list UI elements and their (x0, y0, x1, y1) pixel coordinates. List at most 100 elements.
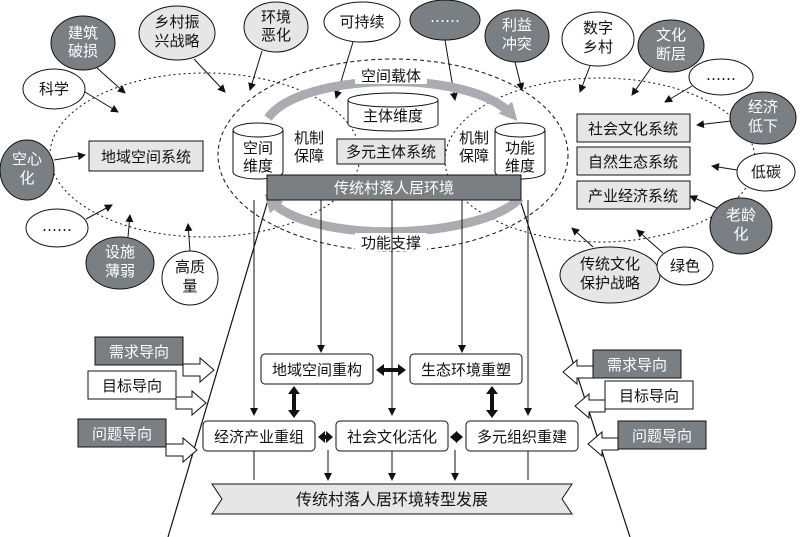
svg-text:目标导向: 目标导向 (102, 377, 162, 395)
svg-text:经济产业重组: 经济产业重组 (214, 428, 304, 446)
svg-text:保护战略: 保护战略 (580, 274, 640, 292)
svg-text:机制: 机制 (294, 129, 324, 147)
bottom-curved-arrow (264, 194, 524, 237)
svg-text:传统村落人居环境转型发展: 传统村落人居环境转型发展 (296, 490, 488, 509)
svg-text:量: 量 (182, 277, 197, 295)
svg-text:功能: 功能 (505, 139, 535, 157)
orientation-left-problem: 问题导向 (77, 418, 198, 464)
node-social-culture-activation: 社会文化活化 (335, 420, 449, 452)
svg-text:经济: 经济 (748, 98, 778, 116)
svg-text:地域空间重构: 地域空间重构 (272, 361, 362, 379)
svg-text:乡村: 乡村 (583, 38, 613, 56)
bubble-ellipsis-left: …… (25, 208, 89, 248)
orientation-left-demand: 需求导向 (94, 336, 215, 384)
multi-subject-system-box: 多元主体系统 (336, 138, 446, 165)
svg-text:多元组织重建: 多元组织重建 (477, 428, 567, 446)
svg-text:化: 化 (733, 225, 748, 243)
svg-text:需求导向: 需求导向 (109, 343, 169, 361)
bubble-cultural-gap: 文化 断层 (637, 19, 705, 73)
mechanism-guarantee-left: 机制 保障 (294, 129, 324, 165)
svg-text:文化: 文化 (656, 26, 686, 44)
system-box-natural-ecology: 自然生态系统 (576, 146, 691, 176)
bubble-aging: 老龄 化 (709, 197, 773, 255)
bubble-weak-facilities: 设施 薄弱 (85, 236, 155, 290)
svg-text:传统文化: 传统文化 (580, 255, 640, 273)
bottom-label-group: 功能支撑 (355, 233, 427, 252)
svg-text:破损: 破损 (68, 42, 98, 60)
svg-text:薄弱: 薄弱 (105, 262, 135, 280)
function-support-label: 功能支撑 (361, 234, 421, 252)
svg-text:维度: 维度 (505, 157, 535, 175)
svg-text:生态环境重塑: 生态环境重塑 (421, 361, 511, 379)
bubble-interest-conflict: 利益 冲突 (484, 9, 550, 63)
svg-text:保障: 保障 (294, 147, 324, 165)
bubble-high-quality: 高质 量 (161, 250, 219, 306)
svg-text:产业经济系统: 产业经济系统 (588, 187, 678, 205)
svg-text:传统村落人居环境: 传统村落人居环境 (334, 179, 454, 197)
node-ecological-environment-reshaping: 生态环境重塑 (409, 353, 523, 385)
svg-text:地域空间系统: 地域空间系统 (101, 148, 191, 166)
svg-text:社会文化活化: 社会文化活化 (347, 428, 437, 446)
svg-text:数字: 数字 (583, 19, 613, 37)
space-carrier-label: 空间载体 (361, 67, 421, 85)
svg-text:乡村振: 乡村振 (154, 13, 199, 31)
svg-text:恶化: 恶化 (261, 26, 291, 44)
top-label-group: 空间载体 (355, 66, 427, 85)
svg-text:低下: 低下 (748, 117, 778, 135)
cylinder-subject-dimension: 主体维度 (347, 92, 439, 132)
svg-text:冲突: 冲突 (502, 35, 532, 53)
svg-text:自然生态系统: 自然生态系统 (588, 153, 678, 171)
svg-text:环境: 环境 (261, 8, 291, 26)
svg-text:化: 化 (19, 169, 34, 187)
orientation-right-goal: 目标导向 (574, 380, 694, 420)
svg-text:问题导向: 问题导向 (92, 425, 152, 443)
svg-text:……: …… (42, 217, 72, 235)
svg-text:兴战略: 兴战略 (154, 32, 199, 50)
svg-text:维度: 维度 (243, 157, 273, 175)
svg-text:绿色: 绿色 (670, 257, 700, 275)
bubble-ellipsis-right: …… (688, 58, 754, 96)
svg-text:社会文化系统: 社会文化系统 (588, 120, 678, 138)
node-multi-organization-rebuild: 多元组织重建 (465, 420, 579, 452)
svg-text:机制: 机制 (459, 129, 489, 147)
bubble-economic-low: 经济 低下 (729, 91, 797, 145)
svg-text:多元主体系统: 多元主体系统 (346, 143, 436, 161)
bubble-green: 绿色 (656, 246, 714, 286)
bubble-digital-village: 数字 乡村 (561, 11, 635, 67)
cylinder-function-dimension: 功能 维度 (494, 122, 546, 180)
traditional-village-env-band: 传统村落人居环境 (266, 174, 522, 201)
bubble-hollowing: 空心 化 (0, 139, 55, 201)
svg-text:空间: 空间 (243, 139, 273, 157)
flow-down-lines (250, 200, 532, 481)
system-box-social-culture: 社会文化系统 (576, 113, 691, 143)
orientation-left-goal: 目标导向 (87, 370, 207, 417)
svg-text:主体维度: 主体维度 (363, 107, 423, 125)
system-box-industry-economy: 产业经济系统 (576, 180, 691, 210)
svg-text:设施: 设施 (105, 243, 135, 261)
svg-text:需求导向: 需求导向 (607, 356, 667, 374)
svg-text:利益: 利益 (502, 16, 532, 34)
svg-text:断层: 断层 (656, 45, 686, 63)
node-regional-space-reconstruction: 地域空间重构 (260, 353, 374, 385)
bubble-ellipsis-top: …… (409, 0, 481, 41)
cylinder-space-dimension: 空间 维度 (232, 122, 284, 180)
mechanism-guarantee-right: 机制 保障 (459, 129, 489, 165)
transformation-banner: 传统村落人居环境转型发展 (211, 483, 573, 515)
svg-text:问题导向: 问题导向 (632, 427, 692, 445)
svg-text:空心: 空心 (12, 150, 42, 168)
svg-text:可持续: 可持续 (339, 13, 384, 31)
system-box-regional-space: 地域空间系统 (88, 140, 204, 172)
svg-text:……: …… (430, 8, 460, 26)
svg-text:建筑: 建筑 (68, 24, 98, 42)
svg-text:……: …… (706, 66, 736, 84)
svg-text:目标导向: 目标导向 (619, 387, 679, 405)
bidirectional-arrows (288, 364, 498, 443)
bubble-traditional-culture-protection: 传统文化 保护战略 (559, 246, 661, 304)
bubble-arrows (53, 39, 738, 254)
orientation-right-problem: 问题导向 (587, 420, 707, 458)
svg-text:老龄: 老龄 (726, 206, 756, 224)
svg-text:低碳: 低碳 (751, 163, 781, 181)
bubble-building-damage: 建筑 破损 (50, 15, 116, 71)
bubble-low-carbon: 低碳 (736, 152, 796, 192)
